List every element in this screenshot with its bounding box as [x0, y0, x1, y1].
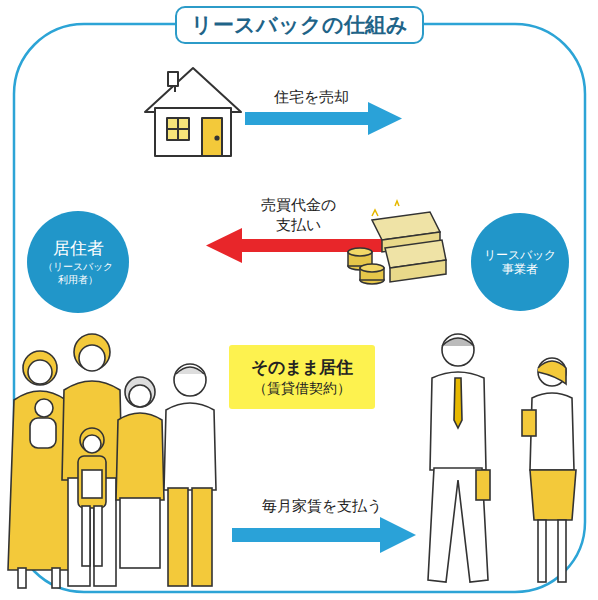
arrow-label: 毎月家賃を支払う: [262, 497, 382, 517]
frame-outline: [14, 24, 585, 592]
business-circle: リースバック 事業者: [471, 213, 569, 311]
node-heading: 居住者: [53, 238, 104, 259]
business-figures: [428, 334, 576, 582]
house-icon: [145, 68, 241, 156]
arrow-label: 売買代金の 支払い: [256, 196, 340, 235]
money-icon: [348, 201, 446, 284]
resident-circle: 居住者（リースバック 利用者）: [27, 211, 129, 313]
node-heading: そのまま居住: [251, 357, 353, 378]
diagram-title: リースバックの仕組み: [175, 6, 424, 44]
node-heading: リースバック 事業者: [482, 248, 558, 277]
rent-arrow: [232, 517, 416, 553]
node-subtext: （賃貸借契約）: [253, 380, 351, 398]
node-subtext: （リースバック 利用者）: [42, 261, 114, 286]
contract-box: そのまま居住 （賃貸借契約）: [229, 345, 375, 409]
sell-arrow: [245, 102, 402, 135]
arrow-label: 住宅を売却: [274, 88, 349, 108]
family-figures: [8, 334, 216, 588]
